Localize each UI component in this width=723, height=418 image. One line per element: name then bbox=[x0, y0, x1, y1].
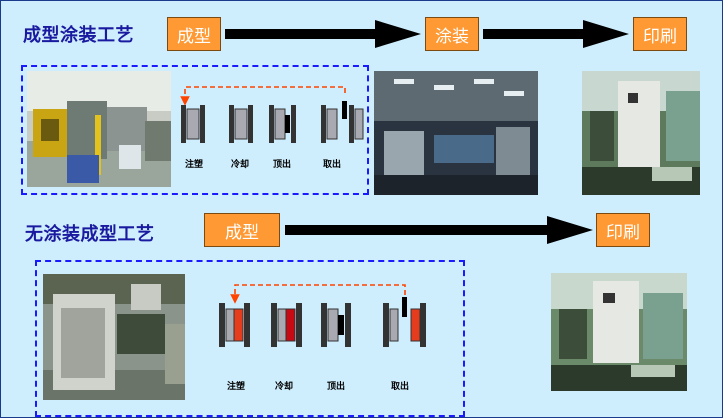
section1-stage-printing: 印刷 bbox=[633, 17, 687, 51]
section1-step-remove: 取出 bbox=[322, 160, 341, 170]
section2-step-remove: 取出 bbox=[390, 382, 409, 392]
coating-line-photo bbox=[374, 71, 538, 195]
section1-step-cool: 冷却 bbox=[230, 160, 249, 170]
section2-step-inject: 注塑 bbox=[226, 382, 245, 392]
section2-arrow bbox=[285, 216, 593, 244]
section1-title: 成型涂装工艺 bbox=[23, 25, 134, 46]
section2-title: 无涂装成型工艺 bbox=[25, 224, 155, 245]
section2-step-eject: 顶出 bbox=[326, 382, 345, 392]
section2-step-cool: 冷却 bbox=[274, 382, 293, 392]
section1-stage-molding: 成型 bbox=[167, 17, 221, 51]
molding-machine-photo-2 bbox=[43, 274, 185, 400]
section2-mold-sequence bbox=[219, 284, 426, 347]
section1-step-eject: 顶出 bbox=[272, 160, 291, 170]
printing-machine-photo-2 bbox=[551, 273, 687, 391]
section1-step-inject: 注塑 bbox=[184, 160, 203, 170]
section2-stage-printing: 印刷 bbox=[596, 213, 650, 247]
section1-arrow-1 bbox=[225, 20, 421, 48]
section2-stage-molding: 成型 bbox=[204, 213, 280, 247]
section1-mold-sequence bbox=[180, 86, 364, 143]
printing-machine-photo-1 bbox=[582, 71, 700, 195]
section1-stage-coating: 涂装 bbox=[425, 17, 479, 51]
molding-machine-photo bbox=[27, 71, 171, 187]
section1-arrow-2 bbox=[483, 20, 629, 48]
